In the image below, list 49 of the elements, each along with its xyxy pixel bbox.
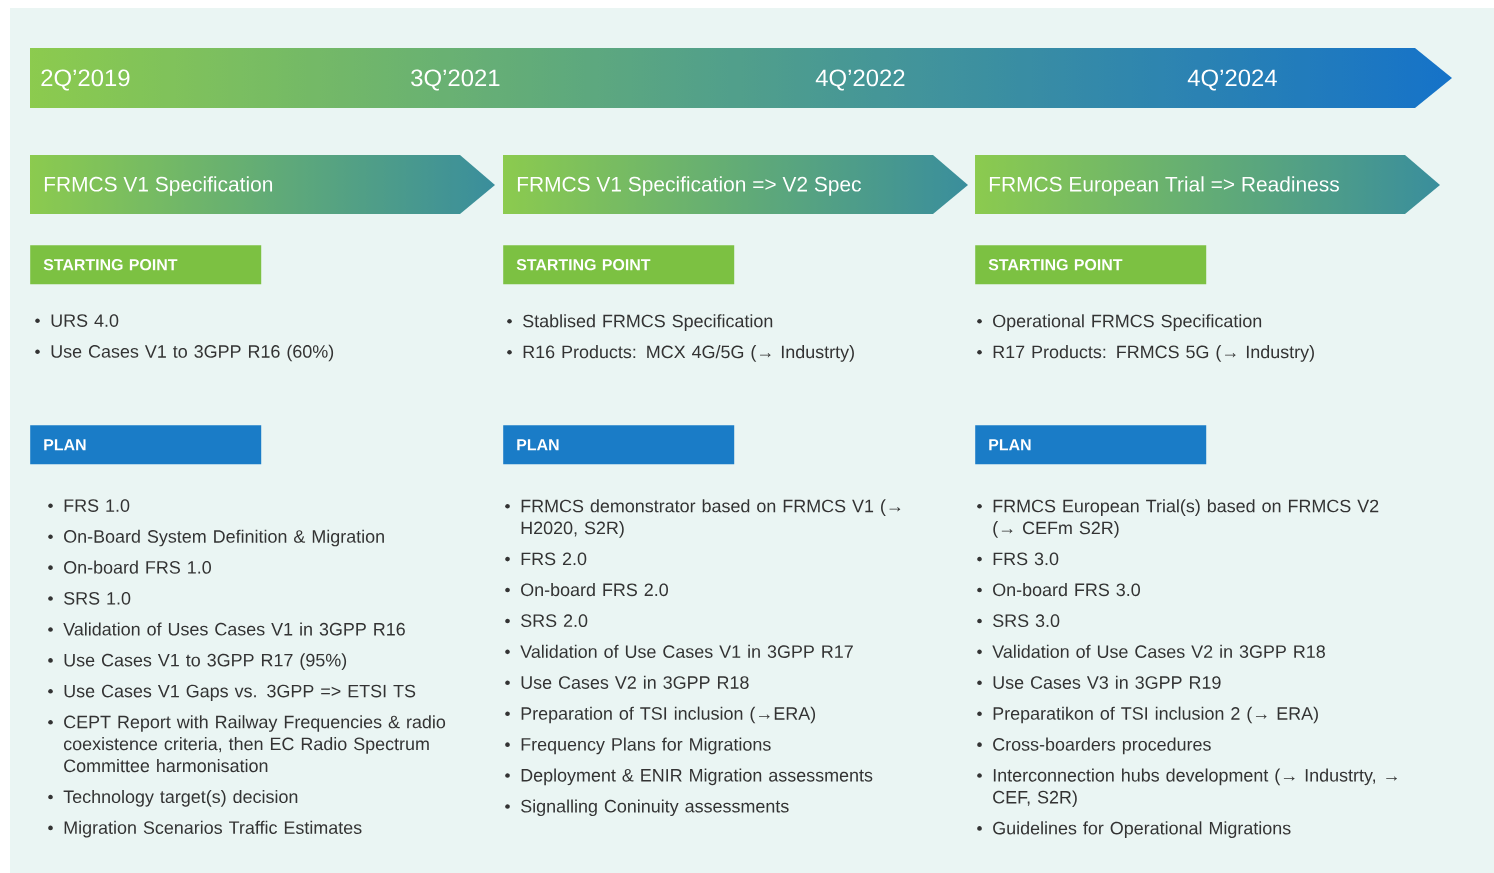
bullet-item: Use Cases V1 Gaps vs. 3GPP => ETSI TS xyxy=(48,684,416,701)
starting-point-box: STARTING POINT xyxy=(503,245,735,285)
bullet-item: Guidelines for Operational Migrations xyxy=(977,821,1291,838)
bullet-item: FRMCS European Trial(s) based on FRMCS V2 (→ CEFm S2R) xyxy=(977,499,1379,538)
bullet-item: On-board FRS 1.0 xyxy=(48,560,211,574)
starting-point-box: STARTING POINT xyxy=(975,245,1207,285)
bullet-item: Deployment & ENIR Migration assessments xyxy=(505,768,873,786)
bullet-item: On-Board System Definition & Migration xyxy=(48,529,384,547)
bullet-item: Interconnection hubs development (→ Industrty, → CEF, S2R) xyxy=(977,768,1397,808)
plan-box: PLAN xyxy=(503,425,735,465)
bullet-item: SRS 3.0 xyxy=(977,614,1060,628)
date-label: 4Q’2024 xyxy=(1187,69,1277,91)
bullet-item: Frequency Plans for Migrations xyxy=(505,737,771,755)
starting-point-box: STARTING POINT xyxy=(30,245,262,285)
bullet-item: SRS 1.0 xyxy=(48,591,131,605)
phase-arrow: FRMCS V1 Specification => V2 Spec xyxy=(517,176,861,196)
bullet-item: SRS 2.0 xyxy=(505,614,588,628)
bullet-item: Use Cases V1 to 3GPP R16 (60%) xyxy=(35,344,334,362)
bullet-item: Preparatikon of TSI inclusion 2 (→ ERA) xyxy=(977,706,1318,724)
phase-arrow: FRMCS V1 Specification xyxy=(44,176,273,196)
bullet-item: FRS 1.0 xyxy=(48,499,130,512)
bullet-item: FRS 3.0 xyxy=(977,552,1059,566)
bullet-item: FRS 2.0 xyxy=(505,552,587,566)
bullet-item: Validation of Uses Cases V1 in 3GPP R16 xyxy=(48,622,405,636)
plan-box: PLAN xyxy=(30,425,262,465)
bullet-item: On-board FRS 3.0 xyxy=(977,582,1140,597)
bullet-item: R16 Products: MCX 4G/5G (→ Industrty) xyxy=(507,345,854,362)
bullet-item: Cross-boarders procedures xyxy=(977,737,1211,755)
phase-arrow: FRMCS European Trial => Readiness xyxy=(989,176,1339,196)
bullet-item: Use Cases V1 to 3GPP R17 (95%) xyxy=(48,653,347,671)
date-label: 4Q’2022 xyxy=(815,69,905,91)
bullet-item: Stablised FRMCS Specification xyxy=(507,314,773,331)
date-label: 2Q’2019 xyxy=(41,69,130,91)
bullet-item: Use Cases V2 in 3GPP R18 xyxy=(505,675,749,689)
bullet-item: URS 4.0 xyxy=(35,314,119,327)
bullet-item: FRMCS demonstrator based on FRMCS V1 (→ H2020, S2R) xyxy=(505,499,901,538)
bullet-item: Migration Scenarios Traffic Estimates xyxy=(48,820,362,838)
bullet-item: Signalling Coninuity assessments xyxy=(505,799,789,817)
bullet-item: Use Cases V3 in 3GPP R19 xyxy=(977,675,1221,689)
plan-box: PLAN xyxy=(975,425,1207,465)
bullet-item: Operational FRMCS Specification xyxy=(977,314,1262,331)
bullet-item: R17 Products: FRMCS 5G (→ Industry) xyxy=(977,345,1314,362)
bullet-item: CEPT Report with Railway Frequencies & radio coexistence criteria, then EC Radio Spectrum Committee harmonisation xyxy=(48,715,446,773)
bullet-item: Validation of Use Cases V2 in 3GPP R18 xyxy=(977,644,1325,658)
bullet-item: Technology target(s) decision xyxy=(48,789,298,807)
date-label: 3Q’2021 xyxy=(411,69,500,91)
bullet-item: On-board FRS 2.0 xyxy=(505,582,668,597)
bullet-item: Validation of Use Cases V1 in 3GPP R17 xyxy=(505,644,853,658)
bullet-item: Preparation of TSI inclusion (→ERA) xyxy=(505,706,816,724)
